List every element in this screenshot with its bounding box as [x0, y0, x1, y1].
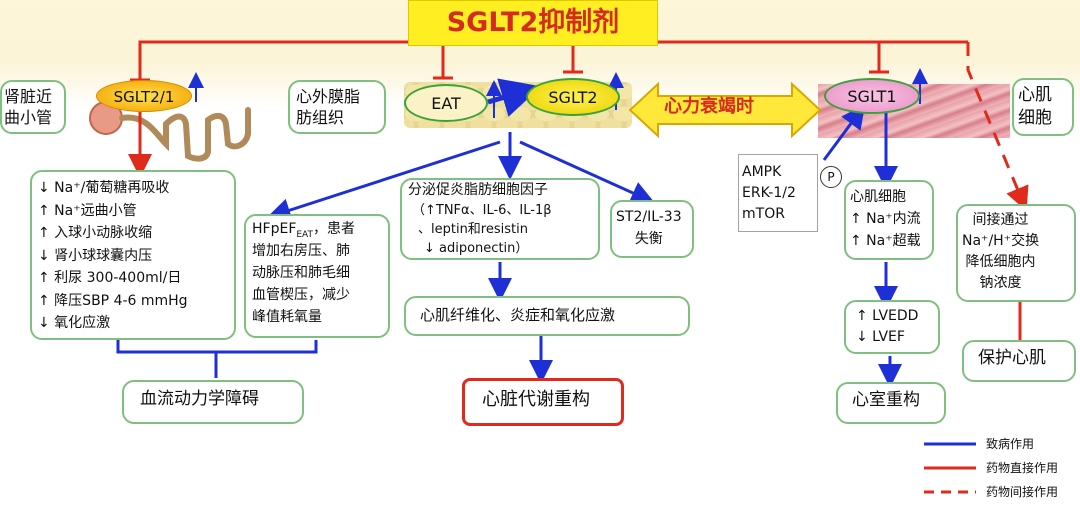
st2-box [610, 200, 694, 258]
kidney-tubule-image [66, 84, 266, 164]
kidney-effects-text: ↓ Na⁺/葡萄糖再吸收 ↑ Na⁺远曲小管 ↑ 入球小动脉收缩 ↓ 肾小球球囊… [38, 180, 188, 331]
myocardium-label-box [1012, 78, 1074, 136]
kidney-label-box [0, 80, 66, 134]
myocardium-label: 心肌 细胞 [1018, 85, 1052, 128]
fibrosis-text: 心肌纤维化、炎症和氧化应激 [420, 306, 616, 324]
ventricular-box [836, 382, 946, 424]
eat-factors-line1: （↑TNFα、IL-6、IL-1β [412, 203, 552, 218]
hfpef-box [244, 214, 390, 338]
legend-direct: 药物直接作用 [986, 461, 1059, 475]
metabolic-text: 心脏代谢重构 [482, 389, 590, 410]
hfpef-sub: EAT [296, 229, 314, 240]
phospho-badge: P [820, 166, 842, 188]
eat-factors-box [400, 178, 600, 260]
metabolic-box [462, 378, 624, 426]
eat-pill: EAT [404, 84, 488, 122]
protect-text: 保护心肌 [978, 348, 1046, 368]
hfpef-heading: HFpEFEAT，患者 [252, 220, 355, 244]
kinases-box [738, 154, 818, 232]
cell-effects-text: 心肌细胞 ↑ Na⁺内流 ↑ Na⁺超载 [850, 189, 921, 249]
page-title: SGLT2抑制剂 [408, 0, 658, 46]
eat-label-box [288, 80, 386, 134]
sglt1-pill: SGLT1 [824, 78, 920, 114]
eat-factors-line2: 、leptin和resistin [418, 222, 528, 237]
eat-factors-line3: ↓ adiponectin） [424, 241, 529, 256]
hemodynamic-box [122, 380, 304, 424]
ventricular-text: 心室重构 [852, 390, 920, 410]
hfpef-term: HFpEF [252, 221, 297, 237]
kidney-label: 肾脏近 曲小管 [4, 87, 53, 127]
legend-pathogenic: 致病作用 [986, 437, 1035, 451]
fibrosis-box [404, 296, 690, 336]
cell-effects-box [844, 180, 934, 260]
hfpef-text: 增加右房压、肺 动脉压和肺毛细 血管楔压，减少 峰值耗氧量 [252, 243, 350, 325]
kidney-effects-box [30, 170, 236, 340]
kinases-text: AMPK ERK-1/2 mTOR [742, 164, 796, 222]
st2-text: ST2/IL-33 失衡 [616, 209, 682, 247]
lv-box [844, 300, 940, 354]
heart-failure-arrow [628, 82, 822, 138]
hemodynamic-text: 血流动力学障碍 [140, 389, 259, 409]
eat-factors-title: 分泌促炎脂肪细胞因子 [408, 182, 548, 198]
protect-box [962, 340, 1076, 382]
hfpef-rest: ，患者 [313, 221, 356, 237]
eat-label: 心外膜脂 肪组织 [296, 87, 361, 127]
sglt2-pill: SGLT2 [526, 78, 620, 116]
legend-indirect: 药物间接作用 [986, 485, 1059, 499]
indirect-text: 间接通过 Na⁺/H⁺交换 降低细胞内 钠浓度 [962, 212, 1040, 291]
sglt2-1-pill: SGLT2/1 [96, 80, 192, 112]
indirect-box [956, 204, 1076, 302]
heart-failure-label: 心力衰竭时 [664, 96, 754, 117]
lv-text: ↑ LVEDD ↓ LVEF [856, 308, 919, 345]
